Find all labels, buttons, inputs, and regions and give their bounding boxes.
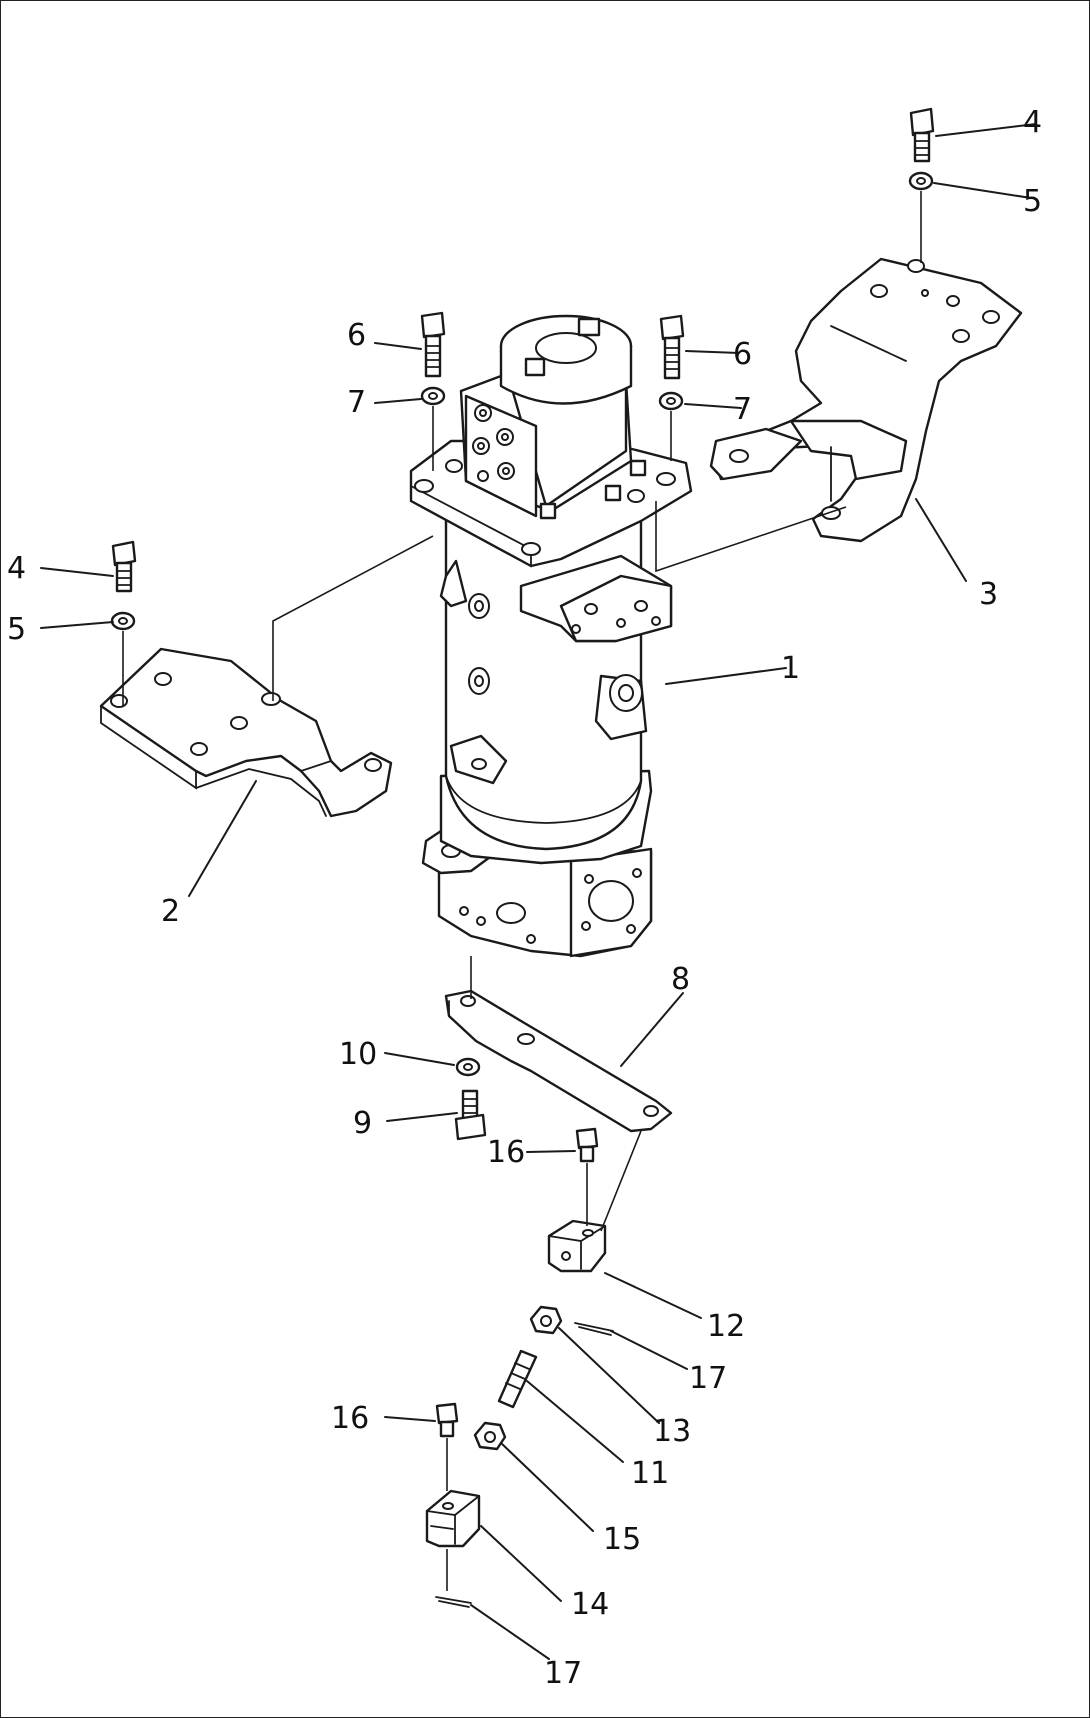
bolt-16-lower — [435, 1402, 459, 1438]
callout-5-left: 5 — [7, 612, 26, 647]
part-2-left-bracket — [99, 647, 393, 818]
callout-4-right: 4 — [1023, 105, 1042, 140]
washer-7-right — [658, 391, 684, 411]
part-11-stud — [497, 1349, 538, 1409]
callout-2: 2 — [161, 894, 180, 929]
callout-10: 10 — [339, 1037, 377, 1072]
bolt-6-right — [659, 314, 685, 380]
callout-7-left: 7 — [347, 385, 366, 420]
callout-4-left: 4 — [7, 551, 26, 586]
callout-6-right: 6 — [733, 337, 752, 372]
part-12-clamp-block — [547, 1219, 607, 1273]
part-3-right-bracket — [709, 257, 1023, 543]
callout-12: 12 — [707, 1309, 745, 1344]
callout-7-right: 7 — [733, 392, 752, 427]
washer-10 — [455, 1057, 481, 1077]
assembly-lines — [122, 191, 922, 1591]
callout-16-lower: 16 — [331, 1401, 369, 1436]
bolt-4-right — [909, 107, 935, 163]
callout-16-upper: 16 — [487, 1135, 525, 1170]
callout-15: 15 — [603, 1522, 641, 1557]
callout-1: 1 — [781, 651, 800, 686]
bolt-6-left — [420, 311, 446, 378]
leader-lines — [40, 123, 1037, 1660]
callout-8: 8 — [671, 962, 690, 997]
part-17-pin-lower — [435, 1596, 472, 1608]
callout-13: 13 — [653, 1414, 691, 1449]
part-1-swivel-joint — [409, 314, 693, 958]
part-8-plate — [444, 989, 673, 1133]
bolt-9 — [454, 1089, 487, 1141]
washer-5-left — [110, 611, 136, 631]
bolt-16-upper — [575, 1127, 599, 1163]
callout-3: 3 — [979, 577, 998, 612]
callout-labels: 1 2 3 4 5 4 5 6 6 7 7 8 9 10 11 12 13 14… — [7, 105, 1042, 1691]
callout-5-right: 5 — [1023, 184, 1042, 219]
callout-9: 9 — [353, 1106, 372, 1141]
callout-6-left: 6 — [347, 318, 366, 353]
callout-11: 11 — [631, 1456, 669, 1491]
washer-7-left — [420, 386, 446, 406]
part-14-clamp-block — [425, 1489, 481, 1548]
part-13-nut — [529, 1305, 563, 1335]
part-17-pin-upper — [574, 1322, 614, 1336]
callout-14: 14 — [571, 1587, 609, 1622]
part-15-nut — [473, 1421, 507, 1451]
bolt-4-left — [111, 540, 137, 593]
callout-17-upper: 17 — [689, 1361, 727, 1396]
washer-5-right — [908, 171, 934, 191]
callout-17-lower: 17 — [544, 1656, 582, 1691]
